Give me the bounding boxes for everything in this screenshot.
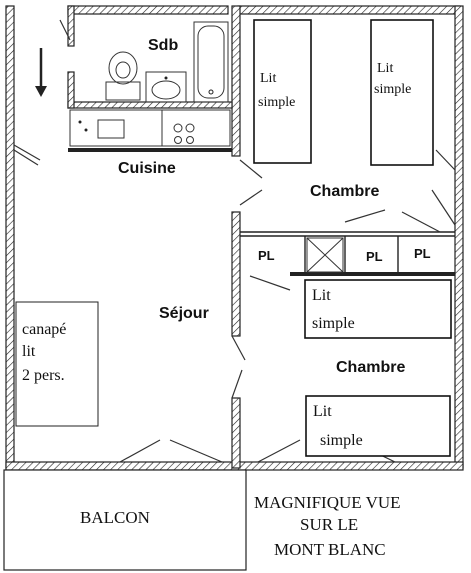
svg-text:Lit: Lit xyxy=(377,61,393,76)
bathtub-icon xyxy=(193,21,229,103)
bed-2: Lit simple xyxy=(370,19,434,166)
svg-text:2 pers.: 2 pers. xyxy=(22,367,65,384)
door-icon xyxy=(13,19,456,463)
sofa-bed: canapé lit 2 pers. xyxy=(15,301,99,427)
cooktop-icon xyxy=(173,123,195,144)
svg-text:simple: simple xyxy=(320,432,363,449)
bed-4: Lit simple xyxy=(305,395,451,457)
balcony: BALCON xyxy=(3,469,247,571)
svg-text:Lit: Lit xyxy=(313,403,332,420)
balcony-label: BALCON xyxy=(80,508,150,527)
room-label-bathroom: Sdb xyxy=(148,37,178,54)
room-label-kitchen: Cuisine xyxy=(118,160,176,177)
entrance-arrow-icon xyxy=(35,48,47,97)
svg-text:simple: simple xyxy=(374,82,411,97)
room-label-bedroom-top: Chambre xyxy=(310,183,379,200)
bed-1: Lit simple xyxy=(253,19,312,164)
svg-text:MAGNIFIQUE VUE: MAGNIFIQUE VUE xyxy=(254,493,401,512)
toilet-icon xyxy=(105,51,141,101)
svg-text:simple: simple xyxy=(312,315,355,332)
interior-walls xyxy=(67,5,455,469)
svg-text:canapé: canapé xyxy=(22,321,66,338)
view-caption: MAGNIFIQUE VUE SUR LE MONT BLANC xyxy=(254,493,401,559)
svg-text:simple: simple xyxy=(258,95,295,110)
closet-label-3: PL xyxy=(414,246,431,261)
closet-label-2: PL xyxy=(366,249,383,264)
svg-text:Lit: Lit xyxy=(312,287,331,304)
room-label-bedroom-bottom: Chambre xyxy=(336,359,405,376)
svg-text:Lit: Lit xyxy=(260,71,276,86)
bed-3: Lit simple xyxy=(304,279,452,339)
svg-text:lit: lit xyxy=(22,343,36,360)
kitchen-sink-icon xyxy=(78,119,125,139)
room-label-living: Séjour xyxy=(159,305,209,322)
kitchen-counter xyxy=(69,109,231,147)
closet-cross xyxy=(306,237,344,273)
sink-icon xyxy=(145,71,187,103)
svg-text:MONT BLANC: MONT BLANC xyxy=(274,540,386,559)
closet-label-1: PL xyxy=(258,248,275,263)
svg-text:SUR LE: SUR LE xyxy=(300,515,358,534)
